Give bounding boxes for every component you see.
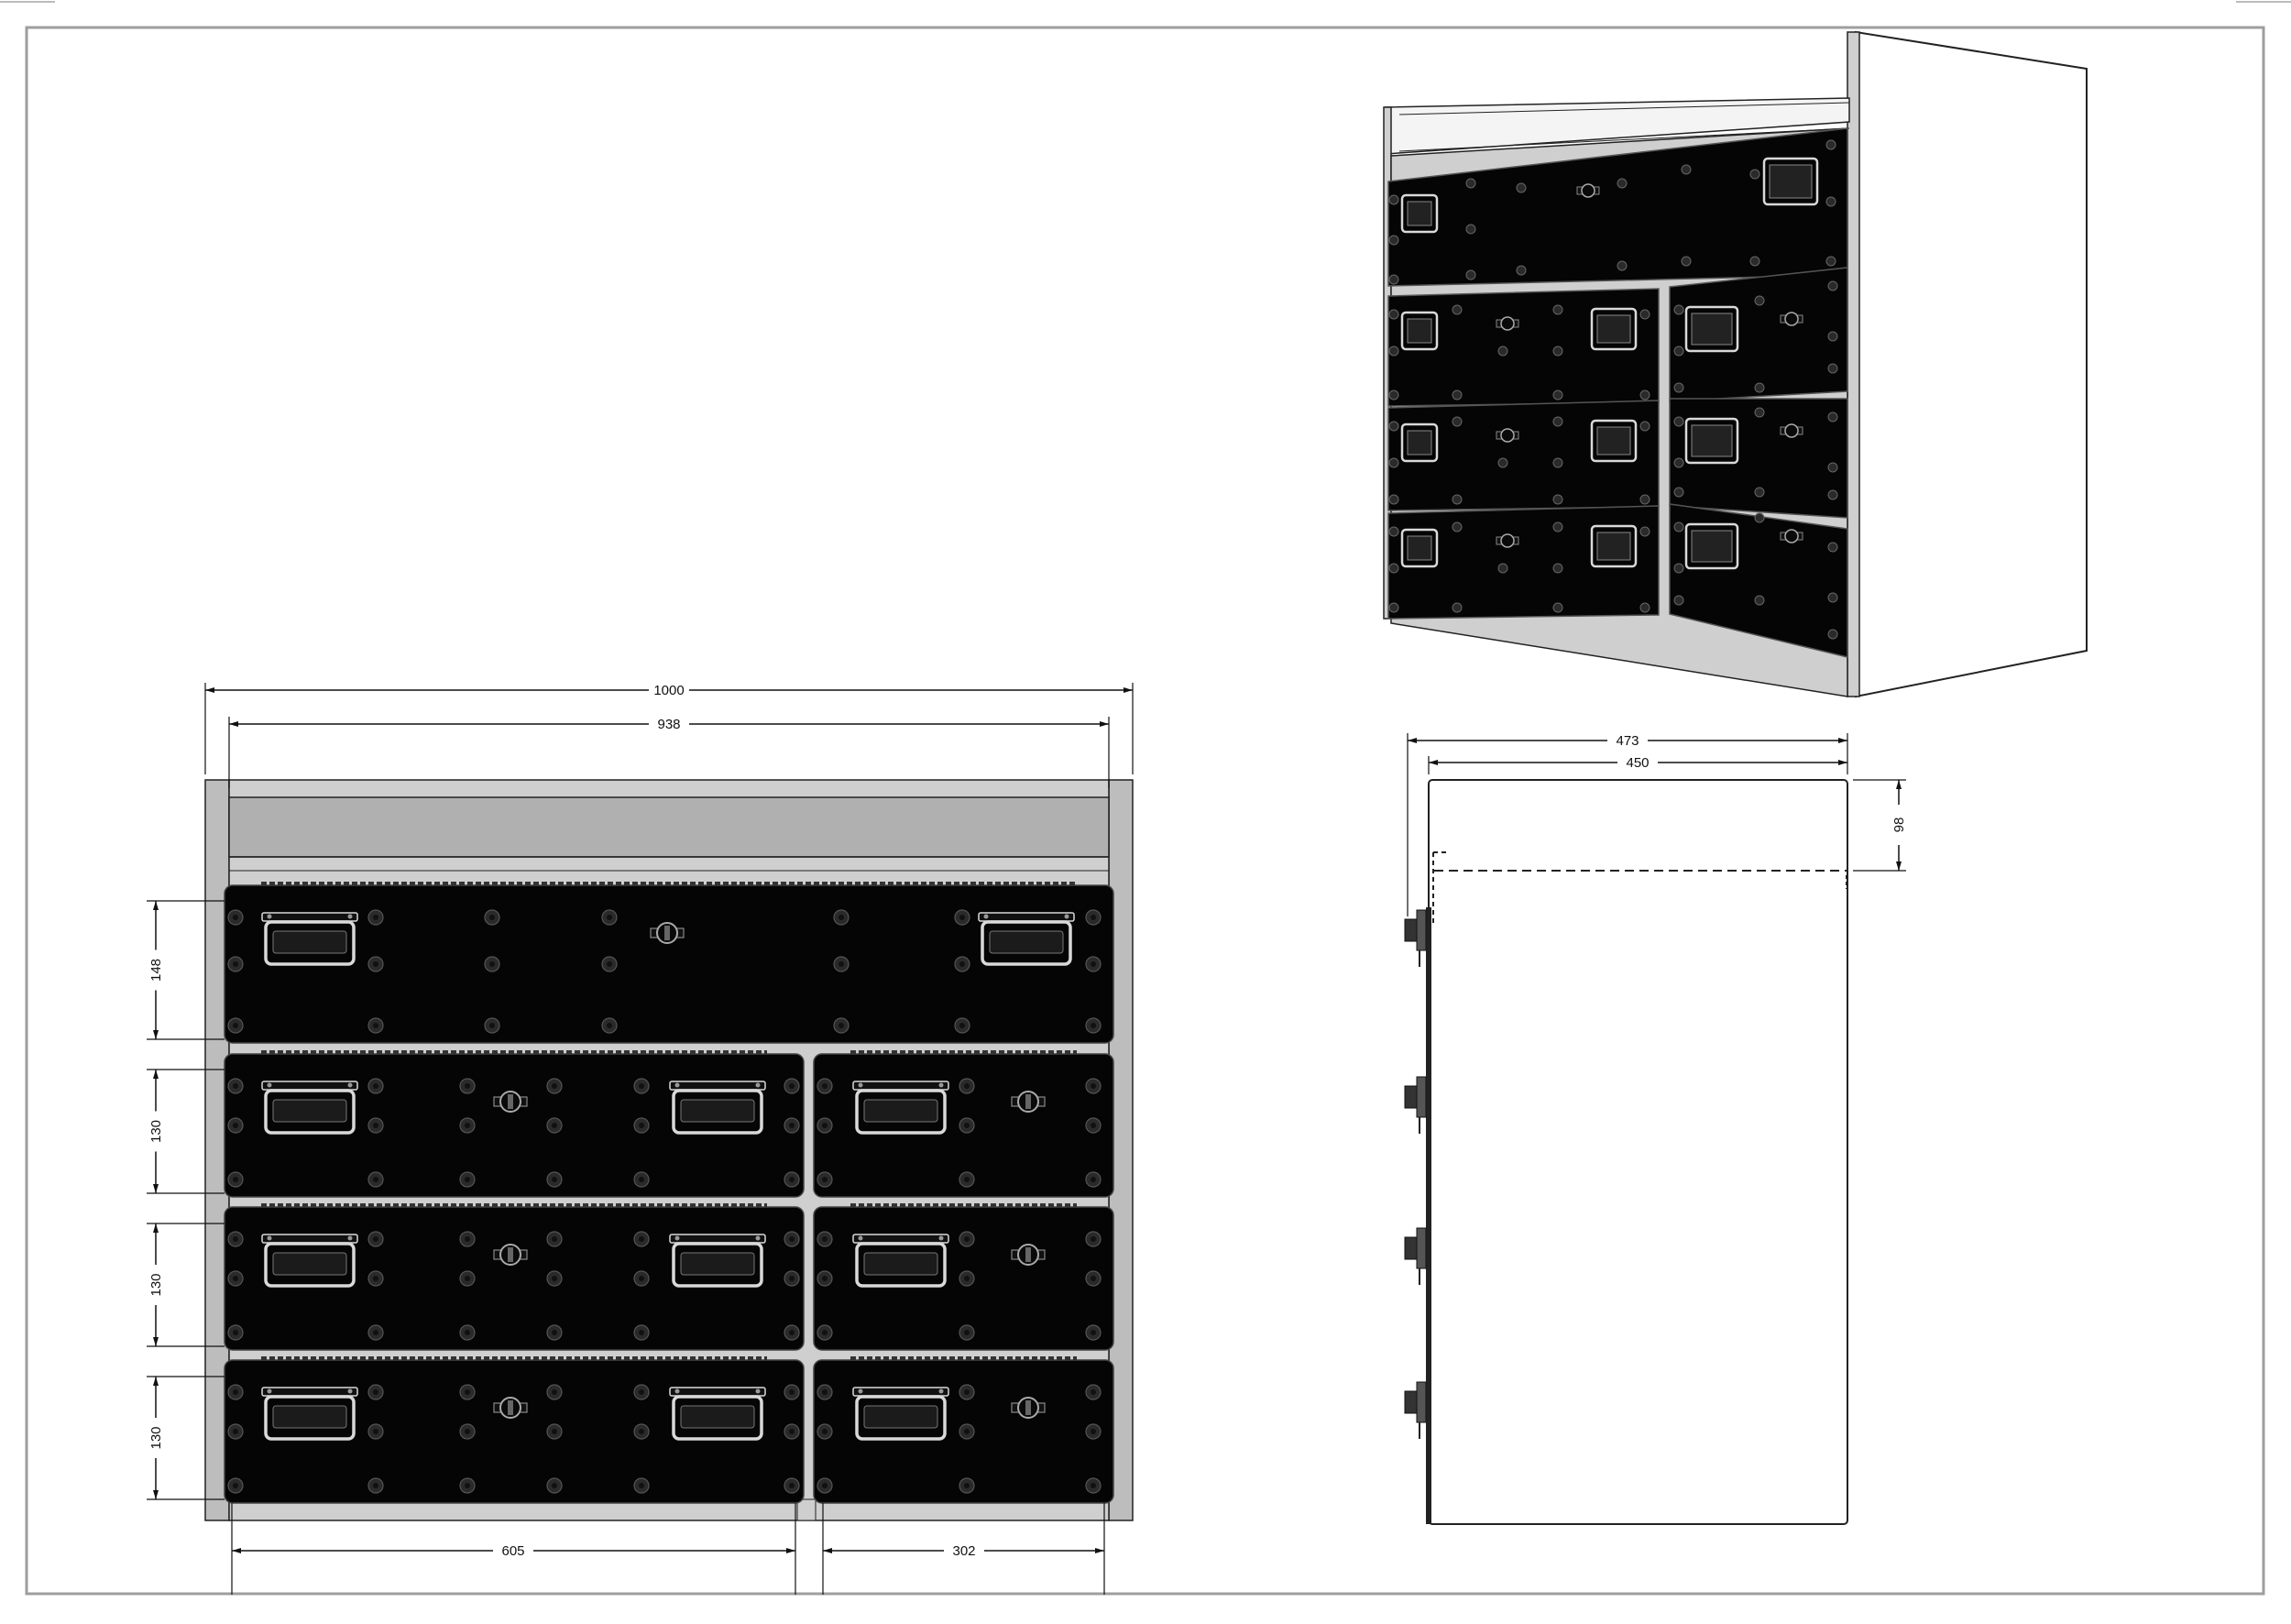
front-drawers: [224, 882, 1114, 1504]
dim-inner-width: 938: [657, 717, 680, 732]
iso-drawer-large-2[interactable]: [1387, 400, 1660, 511]
dim-drawer-height-4: 130: [148, 1426, 164, 1449]
drawer-large-2[interactable]: [224, 1203, 805, 1351]
dim-overall-depth: 473: [1616, 733, 1639, 749]
dim-large-drawer-width: 605: [501, 1543, 524, 1559]
side-dimensions: 473 450 98: [1407, 732, 1907, 916]
drawer-small-1[interactable]: [813, 1050, 1114, 1198]
front-view: 1000 938 605 302 148 130 130 130: [147, 682, 1134, 1595]
side-handle-1: [1404, 909, 1427, 967]
dim-inner-depth: 450: [1626, 755, 1649, 771]
drawer-small-3[interactable]: [813, 1356, 1114, 1504]
side-panel: [1428, 779, 1848, 1525]
iso-frame-post-right: [1847, 31, 1860, 697]
dim-small-drawer-width: 302: [952, 1543, 975, 1559]
iso-drawer-large-3[interactable]: [1387, 505, 1660, 620]
side-handles: [1404, 909, 1427, 1439]
dim-drawer-height-3: 130: [148, 1273, 164, 1296]
iso-drawer-top[interactable]: [1387, 127, 1848, 287]
isometric-view: [1383, 30, 2088, 698]
drawer-small-2[interactable]: [813, 1203, 1114, 1351]
drawer-top[interactable]: [224, 882, 1114, 1044]
dim-top-offset: 98: [1891, 817, 1907, 833]
side-handle-2: [1404, 1076, 1427, 1134]
iso-drawers: [1387, 127, 1848, 658]
drawer-large-1[interactable]: [224, 1050, 805, 1198]
side-handle-4: [1404, 1381, 1427, 1439]
iso-drawer-small-3[interactable]: [1669, 503, 1848, 658]
dim-drawer-height-1: 148: [148, 959, 164, 982]
side-view: 473 450 98: [1404, 732, 1907, 1525]
sheet-border: [25, 26, 2265, 1596]
dim-overall-width: 1000: [653, 683, 684, 698]
front-dimensions: 1000 938 605 302 148 130 130 130: [147, 682, 1134, 1595]
side-handle-3: [1404, 1227, 1427, 1285]
iso-side-panel: [1855, 30, 2088, 698]
front-top-panel: [228, 796, 1110, 858]
iso-drawer-small-1[interactable]: [1669, 267, 1848, 402]
drawer-large-3[interactable]: [224, 1356, 805, 1504]
dim-drawer-height-2: 130: [148, 1120, 164, 1143]
iso-drawer-small-2[interactable]: [1669, 398, 1848, 519]
iso-drawer-large-1[interactable]: [1387, 288, 1660, 407]
